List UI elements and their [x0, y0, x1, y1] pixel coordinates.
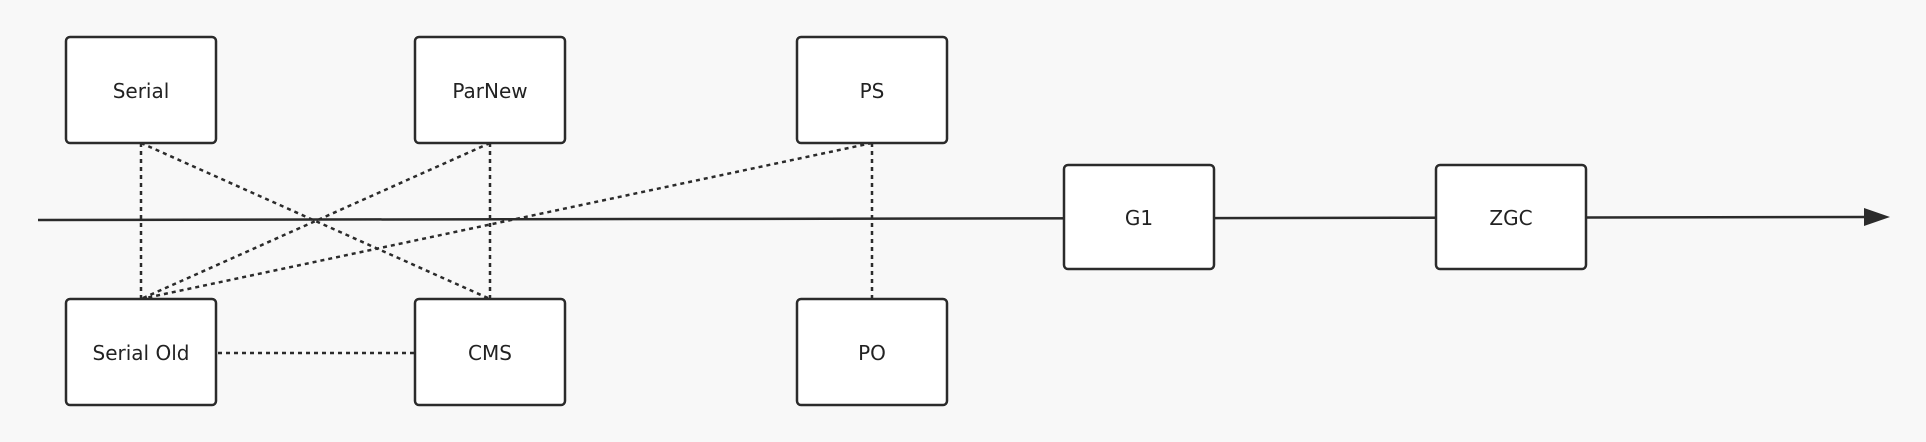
node-zgc-label: ZGC [1489, 206, 1532, 230]
node-g1: G1 [1062, 163, 1216, 271]
node-zgc: ZGC [1434, 163, 1588, 271]
node-serial-label: Serial [113, 79, 170, 103]
node-serial-old-label: Serial Old [93, 341, 190, 365]
node-po-label: PO [858, 341, 886, 365]
node-serial-old: Serial Old [64, 297, 218, 407]
timeline-arrowhead [1864, 208, 1890, 226]
node-cms: CMS [413, 297, 567, 407]
node-ps: PS [795, 35, 949, 145]
node-g1-label: G1 [1125, 206, 1153, 230]
node-parnew-label: ParNew [452, 79, 527, 103]
node-parnew: ParNew [413, 35, 567, 145]
node-cms-label: CMS [468, 341, 512, 365]
node-ps-label: PS [860, 79, 885, 103]
edge-ps-serialold [140, 141, 873, 301]
node-po: PO [795, 297, 949, 407]
node-serial: Serial [64, 35, 218, 145]
